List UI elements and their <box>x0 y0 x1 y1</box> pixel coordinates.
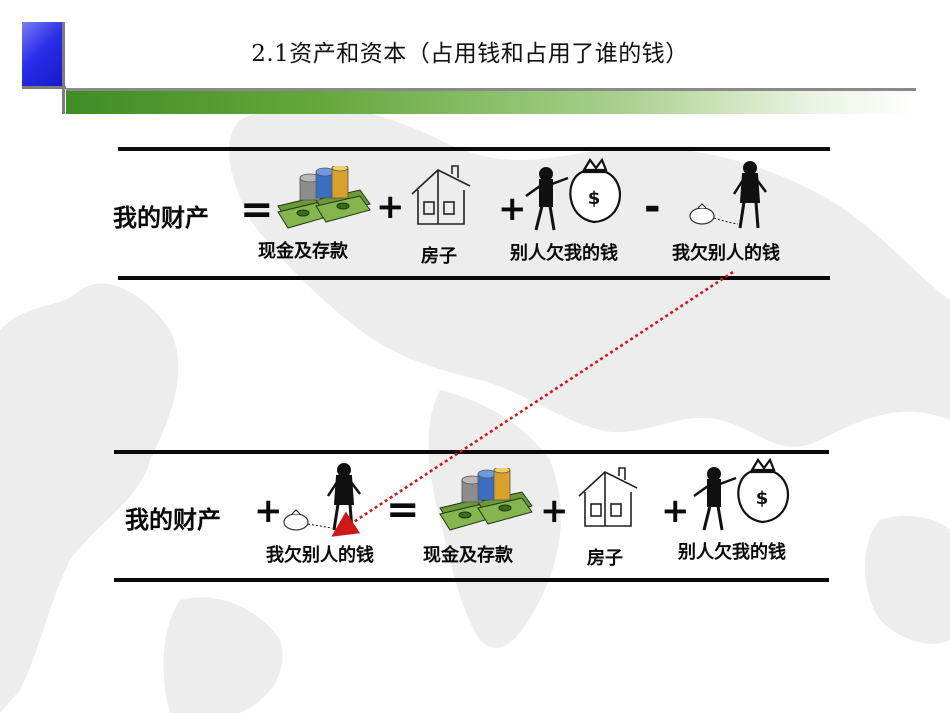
equation-1-house-caption: 房子 <box>421 246 457 267</box>
equation-2-equals-sign: = <box>386 487 420 533</box>
equation-2-payable-caption: 我欠别人的钱 <box>266 545 374 566</box>
cash-stack-icon <box>439 468 533 531</box>
equation-1-receivable-caption: 别人欠我的钱 <box>510 243 618 264</box>
equation-2-plus-sign-3: + <box>661 491 690 531</box>
equation-2-bottom-rule <box>114 578 829 582</box>
page-title: 2.1资产和资本（占用钱和占用了谁的钱） <box>251 41 689 67</box>
equation-1-plus-sign-1: + <box>376 187 405 227</box>
house-icon <box>578 467 638 527</box>
equation-1-cash-caption: 现金及存款 <box>258 241 348 262</box>
cash-stack-icon <box>277 166 371 229</box>
money-bag-figure-icon: $ <box>525 157 622 231</box>
equation-1-top-rule <box>118 147 830 151</box>
svg-text:$: $ <box>756 488 769 509</box>
house-icon <box>411 165 471 225</box>
equation-2-top-rule <box>114 450 829 454</box>
equation-1-minus-sign: - <box>644 184 661 230</box>
svg-text:$: $ <box>588 188 601 209</box>
equation-2-receivable-caption: 别人欠我的钱 <box>678 542 786 563</box>
equation-2-plus-sign-1: + <box>254 491 283 531</box>
money-bag-figure-icon: $ <box>693 457 790 531</box>
equation-1-equals-sign: = <box>240 187 274 233</box>
equation-2-cash-caption: 现金及存款 <box>423 545 513 566</box>
corner-accent-square <box>22 22 64 86</box>
equation-1-plus-sign-2: + <box>498 189 527 229</box>
person-with-small-bag-icon <box>283 463 361 531</box>
title-gradient-bar <box>66 88 916 114</box>
equation-2-plus-sign-2: + <box>540 491 569 531</box>
equation-1-lhs-label: 我的财产 <box>113 203 209 232</box>
equation-2-lhs-label: 我的财产 <box>125 505 221 534</box>
title-underline <box>66 88 916 91</box>
equation-1-bottom-rule <box>118 276 830 280</box>
corner-horizontal-line <box>22 86 66 89</box>
corner-vertical-line <box>62 22 65 114</box>
equation-1-payable-caption: 我欠别人的钱 <box>672 243 780 264</box>
person-with-small-bag-icon <box>689 161 767 229</box>
equation-2-house-caption: 房子 <box>587 548 623 569</box>
